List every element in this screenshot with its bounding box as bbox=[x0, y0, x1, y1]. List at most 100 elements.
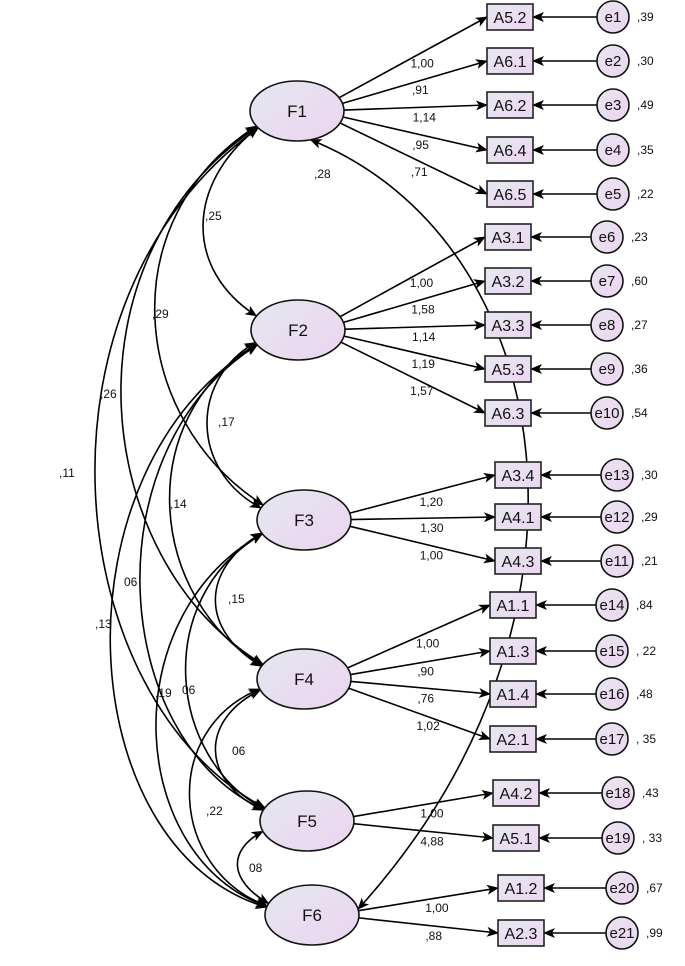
observed-variable-a6-5[interactable]: A6.5 bbox=[486, 180, 534, 208]
error-term-e13[interactable]: e13 bbox=[600, 458, 634, 492]
error-term-e10[interactable]: e10 bbox=[590, 396, 624, 430]
error-term-e12[interactable]: e12 bbox=[600, 500, 634, 534]
loading-arrow-a3-4 bbox=[349, 472, 496, 514]
error-term-e9[interactable]: e9 bbox=[590, 352, 624, 386]
observed-variable-a4-3[interactable]: A4.3 bbox=[494, 547, 542, 575]
observed-variable-label: A4.2 bbox=[500, 786, 533, 803]
covariance-arrow-f4-f5 bbox=[214, 689, 265, 811]
latent-factor-label: F3 bbox=[294, 511, 314, 530]
error-variance-value: , 33 bbox=[642, 831, 662, 845]
covariance-arrow-f2-f6 bbox=[109, 344, 268, 909]
error-term-e16[interactable]: e16 bbox=[595, 677, 629, 711]
error-circle bbox=[596, 88, 630, 122]
observed-variable-a6-2[interactable]: A6.2 bbox=[486, 91, 534, 119]
loading-arrow-a6-1 bbox=[342, 59, 488, 105]
latent-factor-ellipse bbox=[259, 790, 355, 852]
error-circle bbox=[600, 458, 634, 492]
error-circle bbox=[601, 776, 635, 810]
loading-value: 1,02 bbox=[416, 719, 440, 733]
error-term-e11[interactable]: e11 bbox=[600, 544, 634, 578]
error-circle bbox=[601, 821, 635, 855]
error-term-e6[interactable]: e6 bbox=[590, 220, 624, 254]
latent-factor-f6[interactable]: F6 bbox=[264, 884, 360, 946]
observed-variable-a1-3[interactable]: A1.3 bbox=[489, 637, 537, 665]
covariance-value-f3-f4: ,15 bbox=[228, 592, 245, 606]
covariance-arrow-f1-f4 bbox=[120, 126, 264, 666]
error-variance-value: ,84 bbox=[636, 598, 653, 612]
error-label: e12 bbox=[604, 509, 629, 526]
error-term-e7[interactable]: e7 bbox=[590, 264, 624, 298]
error-term-e14[interactable]: e14 bbox=[595, 588, 629, 622]
error-circle bbox=[605, 916, 639, 950]
observed-variable-a2-1[interactable]: A2.1 bbox=[489, 725, 537, 753]
error-term-e3[interactable]: e3 bbox=[596, 88, 630, 122]
observed-variable-box bbox=[486, 180, 534, 208]
loading-value: 1,00 bbox=[416, 636, 440, 650]
observed-variable-a5-1[interactable]: A5.1 bbox=[492, 824, 540, 852]
label-layer: ,25,29,26,11,28,17,1406,13,1506,1906,220… bbox=[59, 10, 663, 943]
error-variance-value: , 22 bbox=[636, 644, 656, 658]
error-term-e18[interactable]: e18 bbox=[601, 776, 635, 810]
error-circle bbox=[600, 500, 634, 534]
observed-variable-box bbox=[489, 725, 537, 753]
observed-variable-a1-4[interactable]: A1.4 bbox=[489, 680, 537, 708]
error-term-e4[interactable]: e4 bbox=[596, 133, 630, 167]
error-term-e15[interactable]: e15 bbox=[595, 634, 629, 668]
error-term-e5[interactable]: e5 bbox=[596, 177, 630, 211]
error-term-e17[interactable]: e17 bbox=[595, 722, 629, 756]
error-circle bbox=[590, 264, 624, 298]
observed-variable-a1-1[interactable]: A1.1 bbox=[489, 591, 537, 619]
observed-variable-box bbox=[484, 223, 532, 251]
loading-value: ,90 bbox=[417, 665, 434, 679]
observed-variable-a5-2[interactable]: A5.2 bbox=[486, 3, 534, 31]
observed-variable-a6-3[interactable]: A6.3 bbox=[484, 399, 532, 427]
loading-value: 1,58 bbox=[411, 303, 435, 317]
observed-variable-a4-1[interactable]: A4.1 bbox=[494, 503, 542, 531]
error-label: e10 bbox=[594, 405, 619, 422]
error-term-e8[interactable]: e8 bbox=[590, 308, 624, 342]
observed-variable-a3-3[interactable]: A3.3 bbox=[484, 311, 532, 339]
error-term-e20[interactable]: e20 bbox=[605, 871, 639, 905]
latent-factor-f3[interactable]: F3 bbox=[256, 489, 352, 551]
observed-variable-box bbox=[484, 267, 532, 295]
observed-variable-a6-4[interactable]: A6.4 bbox=[486, 136, 534, 164]
loading-layer bbox=[338, 12, 606, 938]
latent-factor-label: F2 bbox=[288, 321, 308, 340]
covariance-arrow-f1-f5 bbox=[94, 127, 266, 809]
error-term-e21[interactable]: e21 bbox=[605, 916, 639, 950]
latent-factor-f4[interactable]: F4 bbox=[256, 648, 352, 710]
error-term-e19[interactable]: e19 bbox=[601, 821, 635, 855]
error-circle bbox=[590, 352, 624, 386]
loading-arrow-a4-3 bbox=[349, 525, 496, 564]
error-circle bbox=[605, 871, 639, 905]
latent-factor-f1[interactable]: F1 bbox=[249, 80, 345, 142]
observed-variable-label: A3.3 bbox=[492, 318, 525, 335]
error-term-e1[interactable]: e1 bbox=[596, 0, 630, 34]
latent-factor-f5[interactable]: F5 bbox=[259, 790, 355, 852]
observed-variable-a3-2[interactable]: A3.2 bbox=[484, 267, 532, 295]
observed-variable-a4-2[interactable]: A4.2 bbox=[492, 779, 540, 807]
error-term-e2[interactable]: e2 bbox=[596, 44, 630, 78]
observed-variable-a2-3[interactable]: A2.3 bbox=[497, 919, 545, 947]
error-circle bbox=[595, 588, 629, 622]
covariance-arrow-f1-f6 bbox=[309, 138, 529, 910]
error-circle bbox=[595, 677, 629, 711]
observed-variable-label: A1.2 bbox=[505, 881, 538, 898]
observed-variable-a5-3[interactable]: A5.3 bbox=[484, 355, 532, 383]
error-label: e15 bbox=[599, 643, 624, 660]
observed-variable-a6-1[interactable]: A6.1 bbox=[486, 47, 534, 75]
error-variance-value: ,54 bbox=[631, 406, 648, 420]
loading-value: 1,14 bbox=[413, 110, 437, 124]
observed-variable-a3-4[interactable]: A3.4 bbox=[494, 461, 542, 489]
observed-variable-box bbox=[489, 637, 537, 665]
error-label: e2 bbox=[605, 53, 622, 70]
error-circle bbox=[590, 220, 624, 254]
observed-variable-a3-1[interactable]: A3.1 bbox=[484, 223, 532, 251]
latent-factor-f2[interactable]: F2 bbox=[250, 299, 346, 361]
latent-factor-label: F1 bbox=[287, 102, 307, 121]
observed-variable-label: A4.3 bbox=[502, 554, 535, 571]
observed-variable-a1-2[interactable]: A1.2 bbox=[497, 874, 545, 902]
loading-arrow-a1-4 bbox=[350, 680, 491, 698]
covariance-value-f1-f4: ,26 bbox=[100, 387, 117, 401]
